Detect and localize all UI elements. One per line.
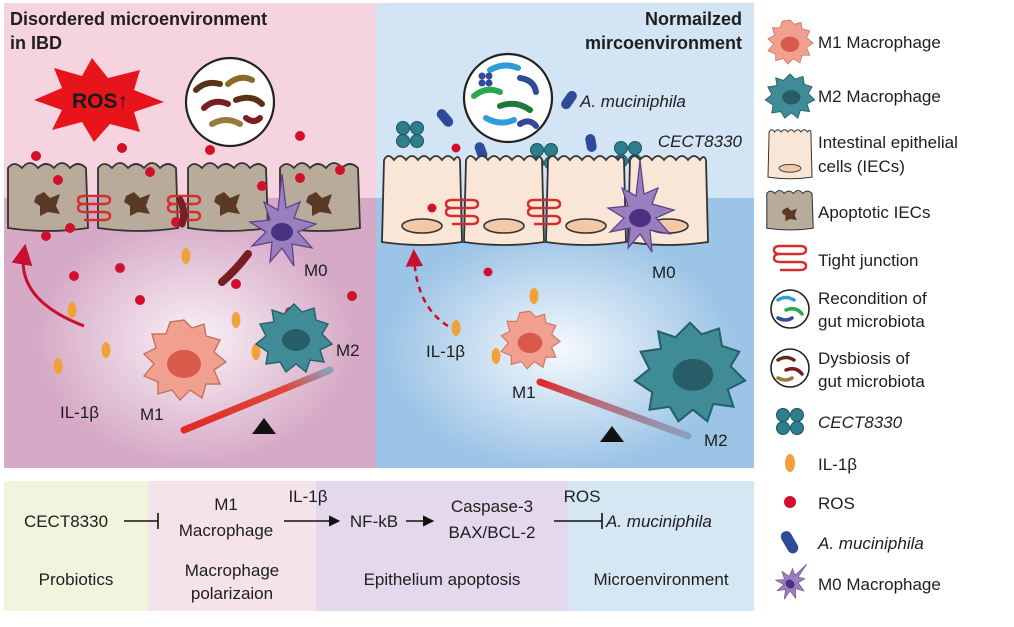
legend-label-m1: M1 Macrophage — [818, 33, 941, 52]
right-label-m2: M2 — [704, 431, 728, 450]
pathway-section-polarization — [148, 481, 316, 611]
left-label-m1: M1 — [140, 405, 164, 424]
legend-label-recondition-1: Recondition of — [818, 289, 927, 308]
legend-icon-apoptotic — [766, 190, 814, 231]
left-label-m2: M2 — [336, 341, 360, 360]
polarization-bar-right — [536, 378, 692, 440]
node-akk: A. muciniphila — [605, 512, 712, 531]
akk-rods-right — [436, 90, 597, 160]
ros-burst-label: ROS↑ — [72, 90, 128, 113]
left-label-m0: M0 — [304, 261, 328, 280]
apoptosis-arrow-right — [405, 249, 449, 328]
legend-icon-m1 — [767, 19, 814, 65]
ros-dot-right-low — [483, 267, 493, 277]
legend-label-m0: M0 Macrophage — [818, 575, 941, 594]
left-title-line2: in IBD — [10, 33, 62, 53]
legend-label-recondition-2: gut microbiota — [818, 312, 925, 331]
node-caspase3: Caspase-3 — [451, 497, 533, 516]
legend-icon-m0 — [768, 554, 819, 606]
section-label-polarization-2: polarizaion — [191, 584, 273, 603]
section-label-apoptosis: Epithelium apoptosis — [364, 570, 521, 589]
polarization-triangle-left — [252, 418, 276, 434]
legend-label-ros: ROS — [818, 494, 855, 513]
legend: M1 Macrophage M2 Macrophage Intestinal e… — [764, 19, 958, 606]
ros-burst: ROS↑ — [34, 58, 164, 142]
left-label-il1b: IL-1β — [60, 403, 99, 422]
legend-icon-akk — [780, 531, 799, 554]
node-m1-line2: Macrophage — [179, 521, 274, 540]
section-label-polarization-1: Macrophage — [185, 561, 280, 580]
legend-label-dysbiosis-1: Dysbiosis of — [818, 349, 910, 368]
right-label-cect: CECT8330 — [658, 132, 743, 151]
apoptosis-arrow-left — [11, 243, 85, 328]
right-label-m0: M0 — [652, 263, 676, 282]
section-label-microenvironment: Microenvironment — [593, 570, 728, 589]
legend-label-akk: A. muciniphila — [817, 534, 924, 553]
right-panel: Normailzed mircoenvironment A. muciniphi… — [376, 3, 754, 470]
left-panel: Disordered microenvironment in IBD ROS↑ — [4, 3, 376, 468]
node-nfkb: NF-kB — [350, 512, 398, 531]
node-ros: ROS — [564, 487, 601, 506]
legend-label-iec-2: cells (IECs) — [818, 157, 905, 176]
left-title-line1: Disordered microenvironment — [10, 9, 267, 29]
polarization-bar-left — [180, 366, 334, 434]
recondition-microbiota-icon — [462, 52, 554, 144]
dysbiosis-microbiota-icon — [184, 56, 276, 148]
legend-label-il1b: IL-1β — [818, 455, 857, 474]
right-label-akk: A. muciniphila — [579, 92, 686, 111]
legend-icon-ros — [784, 496, 796, 508]
polarization-triangle-right — [600, 426, 624, 442]
section-label-probiotics: Probiotics — [39, 570, 114, 589]
legend-label-dysbiosis-2: gut microbiota — [818, 372, 925, 391]
node-bax-bcl2: BAX/BCL-2 — [449, 523, 536, 542]
pathway-section-probiotics — [4, 481, 148, 611]
il1b-pills-left — [53, 248, 261, 374]
ros-dot-right-top — [451, 143, 461, 153]
pathway-strip: Probiotics Macrophage polarizaion Epithe… — [4, 481, 754, 611]
legend-label-cect8330: CECT8330 — [818, 413, 903, 432]
legend-icon-cect8330 — [776, 408, 804, 435]
legend-label-apoptotic: Apoptotic IECs — [818, 203, 930, 222]
legend-icon-iec — [767, 129, 813, 180]
legend-icon-tight-junction — [772, 244, 808, 272]
legend-icon-il1b — [785, 454, 795, 472]
bacteria-rod-left-1 — [176, 196, 188, 228]
node-il1b: IL-1β — [288, 487, 327, 506]
il1b-pills-right — [451, 288, 539, 364]
ros-dot-right-iec — [427, 203, 437, 213]
legend-label-tight-junction: Tight junction — [818, 251, 918, 270]
pathway-section-apoptosis — [316, 481, 568, 611]
legend-label-m2: M2 Macrophage — [818, 87, 941, 106]
bacteria-rod-left-2 — [218, 250, 252, 286]
legend-label-iec-1: Intestinal epithelial — [818, 133, 958, 152]
right-label-m1: M1 — [512, 383, 536, 402]
legend-icon-recondition — [770, 289, 810, 329]
right-title-line1: Normailzed — [645, 9, 742, 29]
right-glow — [385, 230, 735, 470]
pathway-section-microenvironment — [568, 481, 754, 611]
node-m1-line1: M1 — [214, 495, 238, 514]
node-cect8330: CECT8330 — [24, 512, 108, 531]
legend-icon-m2 — [764, 73, 816, 119]
right-label-il1b: IL-1β — [426, 342, 465, 361]
legend-icon-dysbiosis — [770, 348, 810, 388]
right-title-line2: mircoenvironment — [585, 33, 742, 53]
apoptotic-iec-1 — [7, 162, 89, 232]
